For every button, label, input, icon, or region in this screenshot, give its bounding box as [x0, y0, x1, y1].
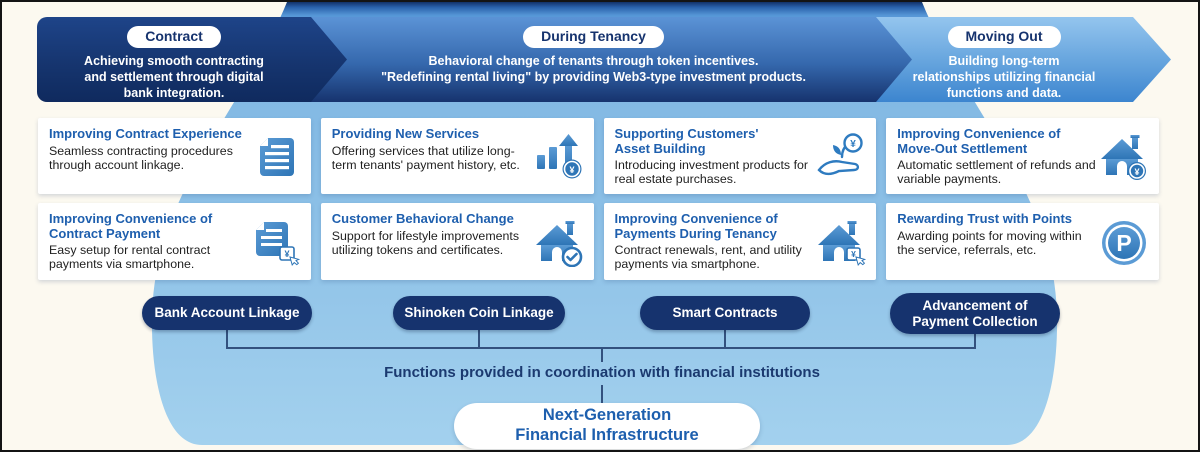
card-body: Automatic settlement of refunds and vari… — [897, 158, 1096, 187]
key-function-label: Shinoken Coin Linkage — [404, 305, 554, 321]
card-body: Offering services that utilize long-term… — [331, 143, 520, 172]
next-generation-financial-infrastructure-pill: Next-Generation Financial Infrastructure — [454, 403, 760, 449]
card-contract-payment: Improving Convenience of Contract Paymen… — [38, 203, 311, 280]
card-title: Improving Contract Experience — [49, 126, 242, 141]
house-check-icon — [532, 219, 586, 267]
card-title: Improving Convenience of Payments During… — [614, 211, 778, 241]
phase-subtitle-contract: Achieving smooth contracting and settlem… — [84, 54, 264, 100]
phase-arrow-moving-out: Moving Out Building long-term relationsh… — [875, 17, 1171, 102]
phase-arrow-during-tenancy: During Tenancy Behavioral change of tena… — [311, 17, 912, 102]
key-function-label: Bank Account Linkage — [154, 305, 300, 321]
phase-subtitle-during-tenancy: Behavioral change of tenants through tok… — [381, 54, 806, 84]
card-behavioral-change: Customer Behavioral Change Support for l… — [320, 203, 594, 280]
connector-line — [226, 330, 228, 349]
connector-line — [724, 330, 726, 349]
card-trust-points: Rewarding Trust with Points Awarding poi… — [886, 203, 1159, 280]
connector-line — [601, 349, 603, 362]
card-title: Improving Convenience of Contract Paymen… — [49, 211, 213, 241]
card-title: Supporting Customers' Asset Building — [614, 126, 759, 156]
key-function-label: Advancement of Payment Collection — [912, 298, 1038, 329]
card-body: Contract renewals, rent, and utility pay… — [614, 243, 802, 272]
svg-text:¥: ¥ — [851, 249, 856, 259]
svg-text:¥: ¥ — [569, 165, 574, 175]
connector-line-horizontal — [226, 347, 976, 349]
connector-line — [478, 330, 480, 349]
card-title: Rewarding Trust with Points — [897, 211, 1073, 226]
phase-label-moving-out: Moving Out — [948, 26, 1061, 48]
card-title: Providing New Services — [331, 126, 480, 141]
key-function-payment-collection: Advancement of Payment Collection — [890, 293, 1060, 334]
card-title: Improving Convenience of Move-Out Settle… — [897, 126, 1061, 156]
card-contract-experience: Improving Contract Experience Seamless c… — [38, 118, 311, 194]
connector-line — [601, 385, 603, 403]
feature-cards-grid: Improving Contract Experience Seamless c… — [38, 118, 1159, 280]
document-yen-cursor-icon: ¥ — [249, 219, 303, 267]
svg-text:¥: ¥ — [850, 139, 856, 150]
card-asset-building: Supporting Customers' Asset Building Int… — [603, 118, 877, 194]
house-yen-coin-icon: ¥ — [1097, 133, 1151, 181]
growth-chart-yen-icon: ¥ — [532, 133, 586, 181]
svg-text:P: P — [1116, 230, 1131, 256]
card-new-services: Providing New Services Offering services… — [320, 118, 594, 194]
card-move-out-settlement: Improving Convenience of Move-Out Settle… — [886, 118, 1159, 194]
key-function-shinoken-coin-linkage: Shinoken Coin Linkage — [393, 296, 565, 330]
sprout-hand-yen-icon: ¥ — [814, 133, 868, 181]
phase-subtitle-moving-out: Building long-term relationships utilizi… — [912, 54, 1096, 100]
card-body: Easy setup for rental contract payments … — [49, 243, 211, 272]
key-function-label: Smart Contracts — [672, 305, 778, 321]
card-body: Introducing investment products for real… — [614, 158, 809, 187]
connector-line — [974, 334, 976, 349]
functions-coordination-label: Functions provided in coordination with … — [384, 364, 820, 381]
key-function-bank-account-linkage: Bank Account Linkage — [142, 296, 312, 330]
phase-label-contract: Contract — [127, 26, 221, 48]
svg-text:¥: ¥ — [284, 249, 289, 259]
card-body: Seamless contracting procedures through … — [49, 143, 233, 172]
house-yen-cursor-icon: ¥ — [814, 219, 868, 267]
infrastructure-label: Next-Generation Financial Infrastructure — [515, 406, 699, 444]
card-title: Customer Behavioral Change — [331, 211, 514, 226]
phase-label-during-tenancy: During Tenancy — [523, 26, 664, 48]
phase-arrow-contract: Contract Achieving smooth contracting an… — [37, 17, 347, 102]
points-p-icon: P — [1097, 219, 1151, 267]
card-body: Support for lifestyle improvements utili… — [331, 228, 520, 257]
card-body: Awarding points for moving within the se… — [897, 228, 1082, 257]
document-icon — [249, 134, 303, 180]
key-function-smart-contracts: Smart Contracts — [640, 296, 810, 330]
svg-text:¥: ¥ — [1134, 167, 1139, 177]
card-payments-during-tenancy: Improving Convenience of Payments During… — [603, 203, 877, 280]
